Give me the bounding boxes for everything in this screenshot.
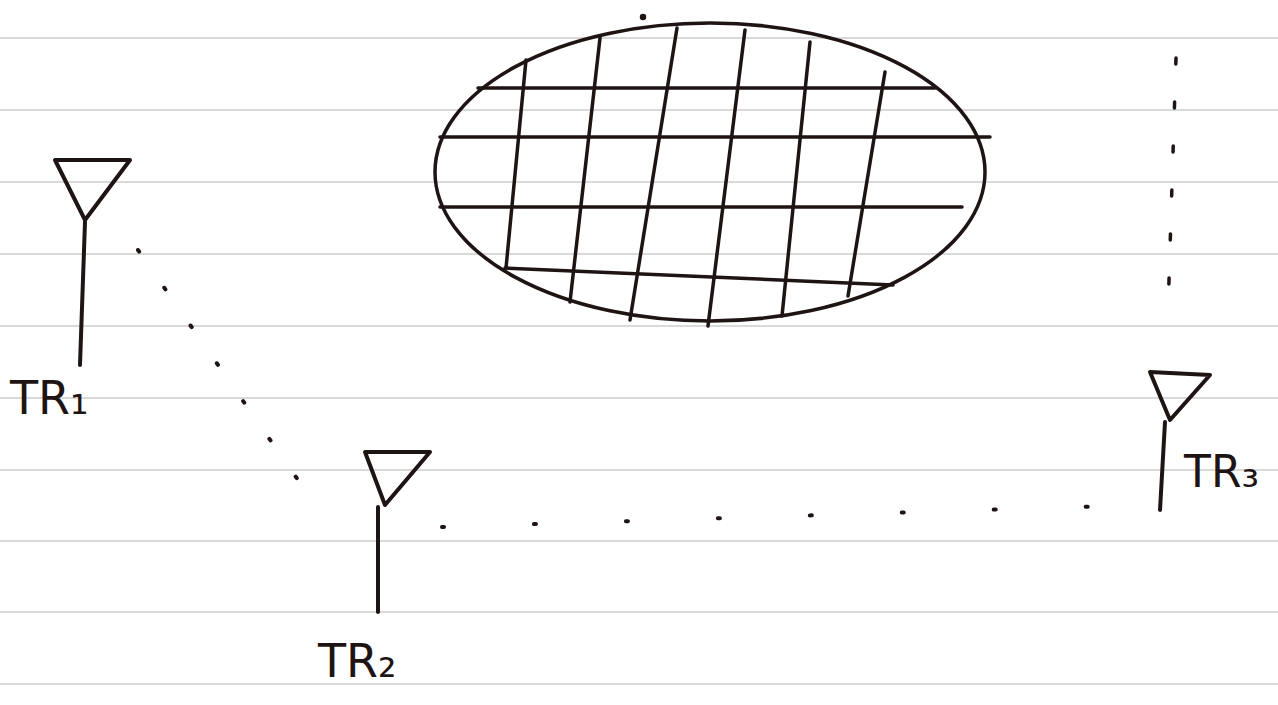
antenna-mast [376,507,380,612]
antenna-node: TR₁ [8,150,138,429]
antenna-label: TR₁ [10,372,89,425]
hatched-target [435,16,990,327]
antenna-label: TR₂ [318,635,397,688]
hatch-line [570,38,600,302]
pen-dot [642,16,645,19]
antenna-head [55,160,130,220]
antenna-head [1150,372,1210,420]
ruled-lines [0,38,1278,684]
antenna-node: TR₃ [1140,365,1263,515]
hatch-line [506,60,526,268]
antenna-label: TR₃ [1184,447,1259,498]
antenna-symbol [8,150,138,370]
antenna-head [365,452,430,505]
antenna-node: TR₂ [312,445,442,692]
antenna-mast [80,222,85,365]
antenna-mast [1160,422,1165,510]
antenna-symbol [312,445,442,615]
hatch-line [708,30,745,326]
hatch-line [478,86,935,90]
hatch-line [630,28,677,320]
dotted-connector [138,250,312,500]
hatch-line [848,72,885,296]
dotted-line [1168,58,1176,312]
dotted-connector [442,505,1140,527]
hatch-line [440,135,990,139]
target-ellipse [435,23,985,321]
hatch-line [782,42,810,316]
hatch-line [505,268,893,285]
hatch-line [440,205,962,209]
